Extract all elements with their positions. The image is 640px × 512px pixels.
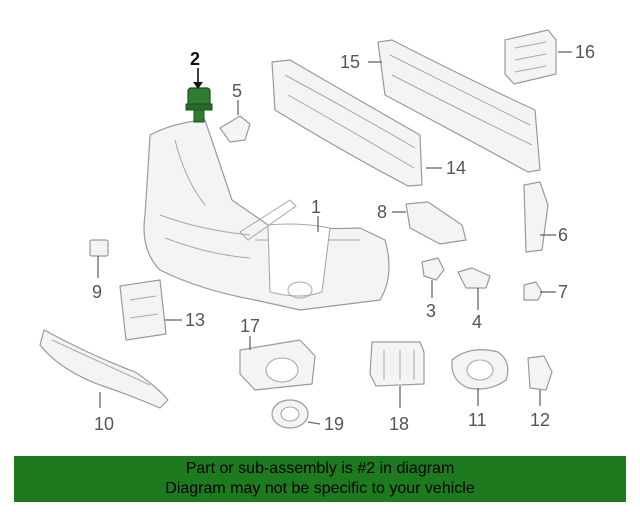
- callout-2: 2: [190, 49, 200, 69]
- part-10-grille[interactable]: [39, 329, 169, 409]
- part-5-bracket[interactable]: [219, 115, 251, 143]
- part-1-bumper-cover[interactable]: [143, 119, 390, 311]
- callout-6: 6: [558, 225, 568, 245]
- part-18-bracket[interactable]: [369, 341, 425, 387]
- callout-7: 7: [558, 282, 568, 302]
- part-11-fog-bezel[interactable]: [451, 349, 509, 390]
- callout-labels: 2 5 1 15 16 14 8 6 9 3 4 7 13 10 17 19 1…: [92, 42, 595, 434]
- callout-1: 1: [311, 197, 321, 217]
- part-6-support[interactable]: [523, 181, 549, 253]
- part-12-side-clip[interactable]: [527, 355, 553, 391]
- callout-13: 13: [185, 310, 205, 330]
- callout-15: 15: [340, 52, 360, 72]
- info-banner: Part or sub-assembly is #2 in diagram Di…: [14, 456, 626, 502]
- part-17-sensor-bracket[interactable]: [239, 339, 316, 391]
- callout-11: 11: [468, 410, 487, 430]
- part-15-reinforcement[interactable]: [377, 39, 541, 173]
- callout-9: 9: [92, 282, 102, 302]
- part-9-cap[interactable]: [89, 239, 109, 257]
- leader-lines: [97, 51, 572, 425]
- banner-line-1: Part or sub-assembly is #2 in diagram: [185, 460, 455, 477]
- part-8-side-retainer[interactable]: [405, 201, 467, 245]
- callout-17: 17: [240, 316, 260, 336]
- part-16-side-bracket[interactable]: [504, 29, 557, 85]
- callout-19: 19: [324, 414, 344, 434]
- callout-18: 18: [389, 414, 409, 434]
- parts-diagram: 2 5 1 15 16 14 8 6 9 3 4 7 13 10 17 19 1…: [39, 29, 595, 434]
- callout-3: 3: [426, 301, 436, 321]
- callout-16: 16: [575, 42, 595, 62]
- part-13-plate-bracket[interactable]: [119, 279, 167, 341]
- callout-12: 12: [530, 410, 550, 430]
- part-2-retainer-clip[interactable]: [185, 87, 213, 123]
- part-7-push-clip[interactable]: [523, 281, 543, 301]
- callout-4: 4: [472, 312, 482, 332]
- banner-line-2: Diagram may not be specific to your vehi…: [165, 480, 475, 497]
- callout-14: 14: [446, 158, 466, 178]
- part-4-clip[interactable]: [457, 267, 491, 289]
- callout-5: 5: [232, 81, 242, 101]
- part-3-clip[interactable]: [421, 257, 445, 281]
- callout-8: 8: [377, 202, 387, 222]
- callout-10: 10: [94, 414, 114, 434]
- part-14-absorber[interactable]: [271, 59, 423, 187]
- part-19-sensor[interactable]: [271, 399, 309, 429]
